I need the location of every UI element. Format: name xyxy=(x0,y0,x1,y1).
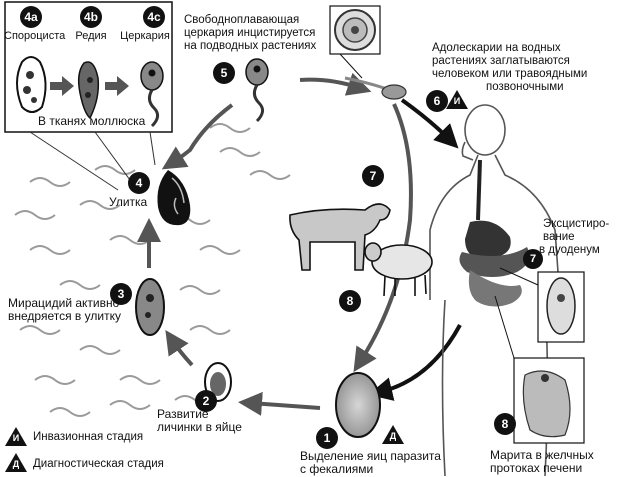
legend-invasive-icon: И xyxy=(5,427,27,446)
stage-6-line3: человеком или травоядными xyxy=(432,68,588,80)
sheep-image xyxy=(364,242,433,297)
stage-5-badge: 5 xyxy=(213,62,235,84)
black-arrows xyxy=(368,98,462,401)
free-cercaria-image xyxy=(245,58,269,123)
stage-4a-badge: 4a xyxy=(20,6,42,28)
stage-6-badge: 6 xyxy=(426,90,448,112)
invasive-stage-marker: И xyxy=(446,90,468,109)
inset-arrow-1 xyxy=(50,76,74,96)
stage-4b-badge: 4b xyxy=(80,6,102,28)
cycle-path xyxy=(137,72,413,416)
stage-2-label: Развитие личинки в яйце xyxy=(157,408,242,434)
stage-3-line1: Мирацидий активно xyxy=(8,296,120,310)
miracidium-image xyxy=(135,278,165,336)
stage-1-label: Выделение яиц паразита с фекалиями xyxy=(300,450,441,476)
stage-3-badge: 3 xyxy=(110,283,132,305)
cercaria-image xyxy=(140,61,164,128)
stage-2-badge: 2 xyxy=(195,390,217,412)
stage-1-line2: с фекалиями xyxy=(300,462,374,476)
stage-7-badge: 7 xyxy=(523,249,543,269)
mollusk-tissue-caption: В тканях моллюска xyxy=(38,114,146,128)
stage-5-line1: Свободноплавающая xyxy=(184,14,300,26)
marita-inset xyxy=(494,295,585,444)
redia-label: Редия xyxy=(75,30,107,42)
stage-4c-badge: 4c xyxy=(143,6,165,28)
stage-8-badge: 8 xyxy=(494,413,516,435)
legend-diagnostic-icon: Д xyxy=(5,453,27,472)
redia-image xyxy=(77,61,100,120)
inset-connector-lines xyxy=(29,131,156,191)
stage-7-line1: Эксцистиро- xyxy=(543,218,610,230)
cercaria-label: Церкария xyxy=(120,30,170,42)
stage-6-line2: растениях заглатываются xyxy=(432,55,570,67)
stage-8-line1: Марита в желчных xyxy=(490,448,594,462)
excysted-juvenile-inset xyxy=(499,267,585,343)
stage-6-line4: позвоночными xyxy=(486,81,564,93)
legend-invasive-text: Инвазионная стадия xyxy=(33,431,144,443)
stage-2-line1: Развитие xyxy=(157,407,209,421)
stage-6-line1: Адолескарии на водных xyxy=(432,42,561,54)
stage-5-line3: на подводных растениях xyxy=(184,40,317,52)
stage-2-line2: личинки в яйце xyxy=(157,420,242,434)
stage-8-cycle-badge: 8 xyxy=(339,290,361,312)
legend-diagnostic-text: Диагностическая стадия xyxy=(33,458,164,470)
stage-8-label: Марита в желчных протоках печени xyxy=(490,449,594,475)
stage-6-label: Адолескарии на водных растениях заглатыв… xyxy=(432,42,587,94)
stage-4-badge: 4 xyxy=(128,172,150,194)
adolescaria-inset xyxy=(329,5,381,79)
cow-image xyxy=(289,203,391,271)
water-waves xyxy=(14,123,291,417)
stage-3-line2: внедряется в улитку xyxy=(8,309,121,323)
stage-1-line1: Выделение яиц паразита xyxy=(300,449,441,463)
sporocyst-image xyxy=(16,56,47,113)
digestive-tract-image xyxy=(459,159,530,307)
stage-8-line2: протоках печени xyxy=(490,461,583,475)
stage-4-label: Улитка xyxy=(109,195,148,209)
sporocyst-label: Спороциста xyxy=(4,30,66,42)
stage-7-cycle-badge: 7 xyxy=(362,165,384,187)
snail-image xyxy=(157,170,191,226)
stage-7-line3: в дуоденум xyxy=(539,244,600,256)
stage-1-badge: 1 xyxy=(316,427,338,449)
egg-image xyxy=(335,372,381,438)
inset-arrow-2 xyxy=(105,76,129,96)
stage-5-line2: церкария инцистируется xyxy=(184,27,316,39)
stage-7-label: Эксцистиро- вание в дуоденум xyxy=(539,218,610,257)
stage-5-label: Свободноплавающая церкария инцистируется… xyxy=(184,14,316,53)
plant-spoon-image xyxy=(344,76,407,100)
diagnostic-stage-marker: Д xyxy=(382,425,404,444)
stage-3-label: Мирацидий активно внедряется в улитку xyxy=(8,297,121,323)
stage-7-line2: вание xyxy=(543,231,575,243)
